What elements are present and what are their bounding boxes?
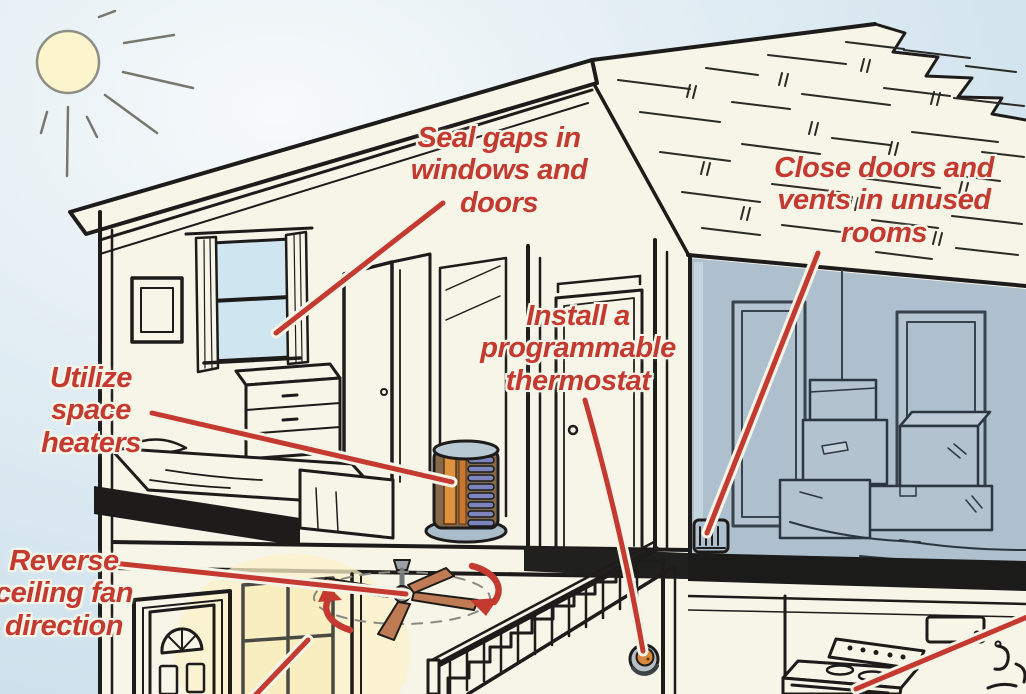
hallway — [526, 238, 669, 552]
label-line: Close doors and — [774, 152, 994, 184]
bright-window — [241, 576, 335, 694]
leader-cutoff-right — [853, 614, 1026, 692]
hanging-pans — [986, 640, 1026, 690]
label-line: space — [51, 394, 131, 427]
unused-room — [686, 253, 1026, 564]
label-reverse-fan: Reverse ceiling fan direction — [0, 545, 133, 642]
picture-frame — [130, 276, 184, 344]
leader-cutoff-bottom — [252, 637, 311, 694]
staircase — [426, 540, 674, 694]
leader-seal-gaps — [273, 200, 446, 336]
label-line: doors — [459, 186, 539, 219]
storage-boxes — [778, 378, 994, 540]
label-install-thermostat: Install a programmable thermostat — [480, 300, 676, 397]
leader-thermostat — [582, 397, 646, 654]
label-line: Utilize — [50, 362, 132, 394]
label-line: heaters — [41, 426, 141, 459]
bedroom — [94, 226, 508, 546]
leader-close-doors — [704, 250, 821, 536]
bedroom-window — [184, 226, 314, 374]
front-door — [132, 589, 232, 694]
label-line: ceiling fan — [0, 577, 133, 610]
label-line: rooms — [840, 216, 928, 249]
label-line: thermostat — [505, 364, 651, 397]
leader-space-heater — [149, 410, 455, 485]
label-line: programmable — [480, 332, 676, 365]
label-space-heaters: Utilize space heaters — [41, 362, 141, 459]
label-line: windows and — [410, 154, 588, 187]
label-line: vents in unused — [777, 184, 991, 217]
roof-shingles — [617, 41, 1025, 260]
label-line: direction — [5, 609, 123, 642]
sun-icon — [35, 9, 195, 178]
label-line: Reverse — [9, 545, 119, 577]
lower-floor — [132, 540, 1026, 694]
bed — [94, 438, 395, 546]
left-wall — [98, 210, 114, 694]
label-close-doors-vents: Close doors and vents in unused rooms — [774, 152, 994, 249]
roof — [68, 22, 1026, 260]
label-seal-gaps: Seal gaps in windows and doors — [411, 122, 588, 219]
leader-lines — [107, 197, 1026, 694]
space-heater — [424, 439, 508, 544]
bedroom-door — [342, 252, 432, 510]
label-line: Seal gaps in — [417, 122, 581, 154]
hallway-door — [554, 288, 644, 548]
label-line: Install a — [526, 300, 630, 332]
house — [68, 22, 1026, 694]
leader-ceiling-fan — [110, 560, 409, 597]
